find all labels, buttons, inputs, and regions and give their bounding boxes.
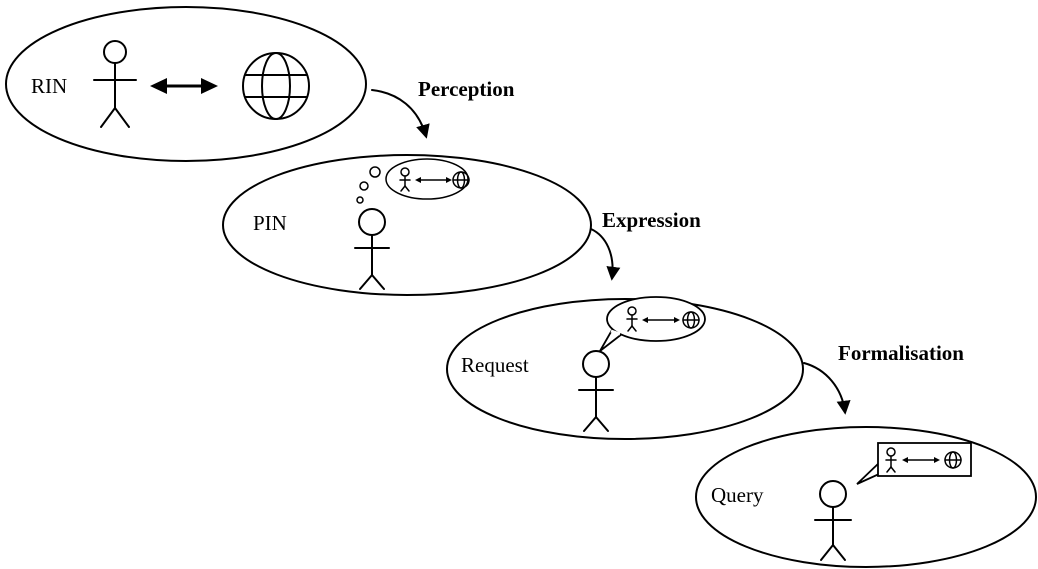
query-mini-person-icon — [885, 447, 897, 473]
stage-rin: RIN — [5, 6, 367, 162]
stage-query: Query — [695, 426, 1037, 568]
transition-expression-label: Expression — [602, 208, 701, 232]
transition-expression: Expression — [590, 208, 701, 281]
rin-person-icon — [93, 40, 137, 128]
expression-arrow — [590, 228, 621, 281]
rin-double-arrow-icon — [150, 78, 218, 94]
stage-pin-label: PIN — [253, 211, 287, 235]
stage-pin-ellipse — [222, 154, 592, 296]
request-mini-globe-icon — [682, 311, 700, 329]
thought-bubbles-icon — [356, 166, 381, 204]
query-mini-arrow-icon — [902, 457, 940, 463]
transition-perception-label: Perception — [418, 77, 515, 101]
query-mini-globe-icon — [944, 451, 962, 469]
stage-request-ellipse — [446, 298, 804, 440]
query-person-icon — [814, 480, 852, 561]
pin-person-icon — [354, 208, 390, 290]
stage-rin-label: RIN — [31, 74, 67, 98]
request-mini-person-icon — [626, 306, 638, 332]
query-speech-box — [856, 442, 972, 485]
perception-arrow — [371, 89, 430, 139]
pin-mini-arrow-icon — [415, 177, 452, 183]
transition-perception: Perception — [371, 77, 515, 139]
request-person-icon — [578, 350, 614, 432]
rin-globe-icon — [242, 52, 310, 120]
stage-pin: PIN — [222, 154, 592, 296]
stage-request: Request — [446, 296, 804, 440]
transition-formalisation: Formalisation — [803, 341, 964, 415]
stage-query-label: Query — [711, 483, 764, 507]
request-speech-bubble — [599, 296, 706, 352]
pin-mini-person-icon — [399, 167, 411, 192]
pin-thought-bubble — [385, 158, 470, 200]
formalisation-arrow — [803, 362, 851, 415]
stage-request-label: Request — [461, 353, 529, 377]
stage-query-ellipse — [695, 426, 1037, 568]
transition-formalisation-label: Formalisation — [838, 341, 964, 365]
stage-rin-ellipse — [5, 6, 367, 162]
pin-mini-globe-icon — [452, 171, 470, 189]
request-mini-arrow-icon — [642, 317, 680, 323]
